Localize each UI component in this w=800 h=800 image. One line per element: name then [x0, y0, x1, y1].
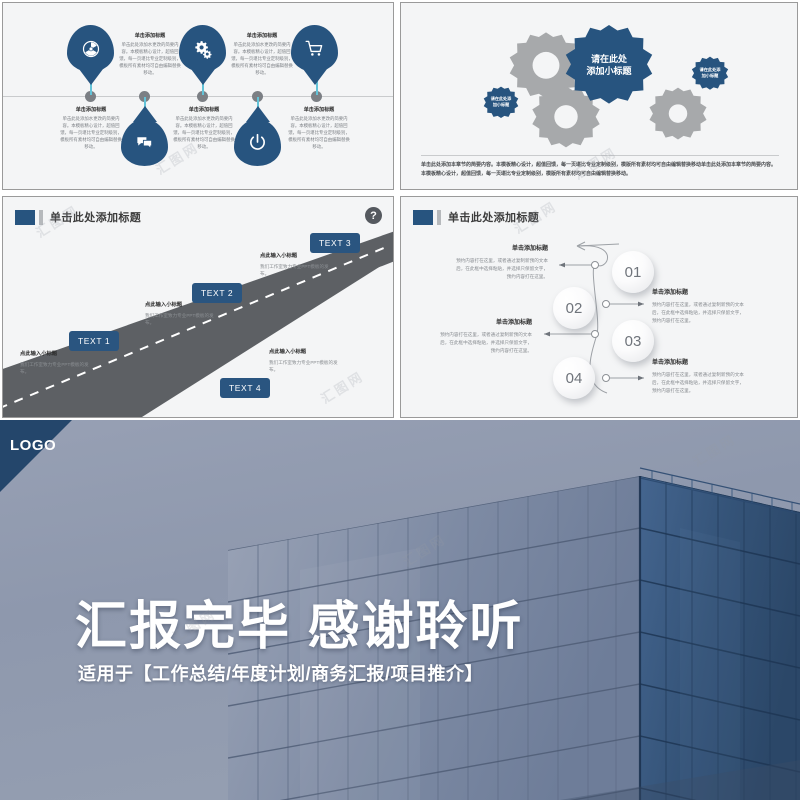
label-title: 点此输入小标题	[260, 253, 298, 259]
slide-road[interactable]: 单击此处添加标题 ? TEXT 1 TEXT 2 TEXT 3 TEXT 4 点…	[2, 196, 394, 418]
pin-power[interactable]	[234, 119, 281, 166]
gear-blue-left[interactable]	[481, 85, 521, 125]
hero-subtitle: 适用于【工作总结/年度计划/商务汇报/项目推介】	[78, 664, 484, 684]
step-circle-04[interactable]: 04	[553, 357, 595, 399]
header-bar	[437, 209, 441, 225]
gear-blue-main[interactable]	[559, 21, 659, 121]
slide-grid: 单击添加标题 单击此处添加水更改的简要内容。本模板精心设计，超值回馈，每一页堪比…	[0, 0, 800, 420]
gear-icon	[179, 25, 226, 72]
page-title: 单击此处添加标题	[448, 212, 540, 224]
timeline-node	[311, 91, 322, 102]
label-title: 点此输入小标题	[269, 349, 307, 355]
timeline-text-block: 单击添加标题 单击此处添加水更改的简要内容。本模板精心设计，超值回馈，每一页堪比…	[60, 107, 122, 151]
connector-joint	[591, 330, 599, 338]
step-circle-03[interactable]: 03	[612, 320, 654, 362]
road-label-2: 点此输入小标题 我们工作室致力专业PPT模板的发布。	[145, 302, 215, 327]
foreground-wedge	[560, 760, 800, 800]
step-label-04: 单击添加标题 预约内容打在这里，或者通过复制新预的文本后，在此框中选择粘贴，并选…	[652, 359, 747, 395]
label-body: 预约内容打在这里，或者通过复制新预的文本后，在此框中选择粘贴，并选择只保留文字，…	[456, 258, 548, 280]
pin-shopping-cart[interactable]	[291, 25, 338, 72]
road-header: 单击此处添加标题	[15, 209, 141, 225]
gear-gray-right	[645, 85, 711, 151]
block-body: 单击此处添加水更改的简要内容。本模板精心设计，超值回馈，每一页堪比专业定制级别，…	[231, 42, 293, 75]
label-body: 预约内容打在这里，或者通过复制新预的文本后，在此框中选择粘贴，并选择只保留文字，…	[440, 332, 532, 354]
block-title: 单击添加标题	[246, 33, 278, 39]
label-body: 我们工作室致力专业PPT模板的发布。	[269, 359, 338, 373]
block-body: 单击此处添加水更改的简要内容。本模板精心设计，超值回馈，每一页堪比专业定制级别，…	[60, 116, 122, 149]
page-title: 单击此处添加标题	[50, 212, 142, 224]
power-icon	[234, 119, 281, 166]
timeline-text-block: 单击添加标题 单击此处添加水更改的简要内容。本模板精心设计，超值回馈，每一页堪比…	[288, 107, 350, 151]
timeline-text-block: 单击添加标题 单击此处添加水更改的简要内容。本模板精心设计，超值回馈，每一页堪比…	[231, 33, 293, 77]
timeline-stem	[316, 75, 318, 95]
logo-triangle	[0, 420, 72, 492]
step-label-03: 单击添加标题 预约内容打在这里，或者通过复制新预的文本后，在此框中选择粘贴，并选…	[437, 319, 532, 355]
timeline-node	[197, 91, 208, 102]
label-title: 单击添加标题	[652, 360, 689, 366]
header-block	[15, 209, 35, 225]
road-box-3[interactable]: TEXT 3	[310, 233, 361, 253]
label-title: 点此输入小标题	[145, 302, 183, 308]
label-title: 单击添加标题	[495, 320, 532, 326]
slide-closing-hero[interactable]: LOGO 汇图网 汇图网 汇图网	[0, 420, 800, 800]
road-box-4[interactable]: TEXT 4	[220, 378, 271, 398]
label-title: 单击添加标题	[652, 290, 689, 296]
header-block	[413, 209, 433, 225]
hero-title: 汇报完毕 感谢聆听	[75, 598, 524, 656]
connector-joint	[591, 261, 599, 269]
label-body: 预约内容打在这里，或者通过复制新预的文本后，在此框中选择粘贴，并选择只保留文字，…	[652, 372, 744, 394]
timeline-stem	[202, 75, 204, 95]
block-body: 单击此处添加水更改的简要内容。本模板精心设计，超值回馈，每一页堪比专业定制级别，…	[173, 116, 235, 149]
numbers-header: 单击此处添加标题	[413, 209, 539, 225]
gears-paragraph: 单击此处添加本章节的简要内容。本模板精心设计，超值回馈，每一页堪比专业定制级别，…	[421, 162, 777, 177]
pin-gear[interactable]	[179, 25, 226, 72]
label-body: 我们工作室致力专业PPT模板的发布。	[20, 361, 89, 375]
block-body: 单击此处添加水更改的简要内容。本模板精心设计，超值回馈，每一页堪比专业定制级别，…	[288, 116, 350, 149]
block-title: 单击添加标题	[75, 107, 107, 113]
label-body: 我们工作室致力专业PPT模板的发布。	[145, 312, 214, 326]
shopping-cart-icon	[291, 25, 338, 72]
gear-gray-left	[504, 29, 588, 113]
block-title: 单击添加标题	[303, 107, 335, 113]
timeline-node	[252, 91, 263, 102]
pin-chat-bubble[interactable]	[121, 119, 168, 166]
road-label-1: 点此输入小标题 我们工作室致力专业PPT模板的发布。	[20, 351, 90, 376]
road-box-1[interactable]: TEXT 1	[69, 331, 120, 351]
label-body: 预约内容打在这里，或者通过复制新预的文本后，在此框中选择粘贴，并选择只保留文字，…	[652, 302, 744, 324]
pin-radiation[interactable]	[67, 25, 114, 72]
road-box-2[interactable]: TEXT 2	[192, 283, 243, 303]
gears-divider	[421, 155, 779, 156]
timeline-node	[85, 91, 96, 102]
logo-text[interactable]: LOGO	[10, 437, 57, 454]
help-icon[interactable]: ?	[365, 207, 382, 224]
connector-joint	[602, 300, 610, 308]
slide-numbered-steps[interactable]: 单击此处添加标题 01	[400, 196, 798, 418]
slide-gears[interactable]: 请在此处添 加小标题 请在此处 添加小标题 请在此处添 加小	[400, 2, 798, 190]
road-label-3: 点此输入小标题 我们工作室致力专业PPT模板的发布。	[260, 253, 330, 278]
step-circle-01[interactable]: 01	[612, 251, 654, 293]
timeline-stem	[90, 75, 92, 95]
slide-teardrop-timeline[interactable]: 单击添加标题 单击此处添加水更改的简要内容。本模板精心设计，超值回馈，每一页堪比…	[2, 2, 394, 190]
label-body: 我们工作室致力专业PPT模板的发布。	[260, 263, 329, 277]
radiation-icon	[67, 25, 114, 72]
block-title: 单击添加标题	[134, 33, 166, 39]
header-bar	[39, 209, 43, 225]
connector-joint	[602, 374, 610, 382]
block-body: 单击此处添加水更改的简要内容。本模板精心设计，超值回馈，每一页堪比专业定制级别，…	[119, 42, 181, 75]
office-building-photo	[228, 467, 800, 800]
road-label-4: 点此输入小标题 我们工作室致力专业PPT模板的发布。	[269, 349, 339, 374]
block-title: 单击添加标题	[188, 107, 220, 113]
step-circle-02[interactable]: 02	[553, 287, 595, 329]
timeline-text-block: 单击添加标题 单击此处添加水更改的简要内容。本模板精心设计，超值回馈，每一页堪比…	[173, 107, 235, 151]
step-label-01: 单击添加标题 预约内容打在这里，或者通过复制新预的文本后，在此框中选择粘贴，并选…	[453, 245, 548, 281]
road-canvas	[3, 197, 393, 417]
timeline-node	[139, 91, 150, 102]
step-label-02: 单击添加标题 预约内容打在这里，或者通过复制新预的文本后，在此框中选择粘贴，并选…	[652, 289, 747, 325]
label-title: 点此输入小标题	[20, 351, 58, 357]
gear-blue-right[interactable]	[689, 55, 731, 97]
gear-gray-bottom	[527, 83, 605, 161]
chat-bubble-icon	[121, 119, 168, 166]
timeline-text-block: 单击添加标题 单击此处添加水更改的简要内容。本模板精心设计，超值回馈，每一页堪比…	[119, 33, 181, 77]
label-title: 单击添加标题	[511, 246, 548, 252]
